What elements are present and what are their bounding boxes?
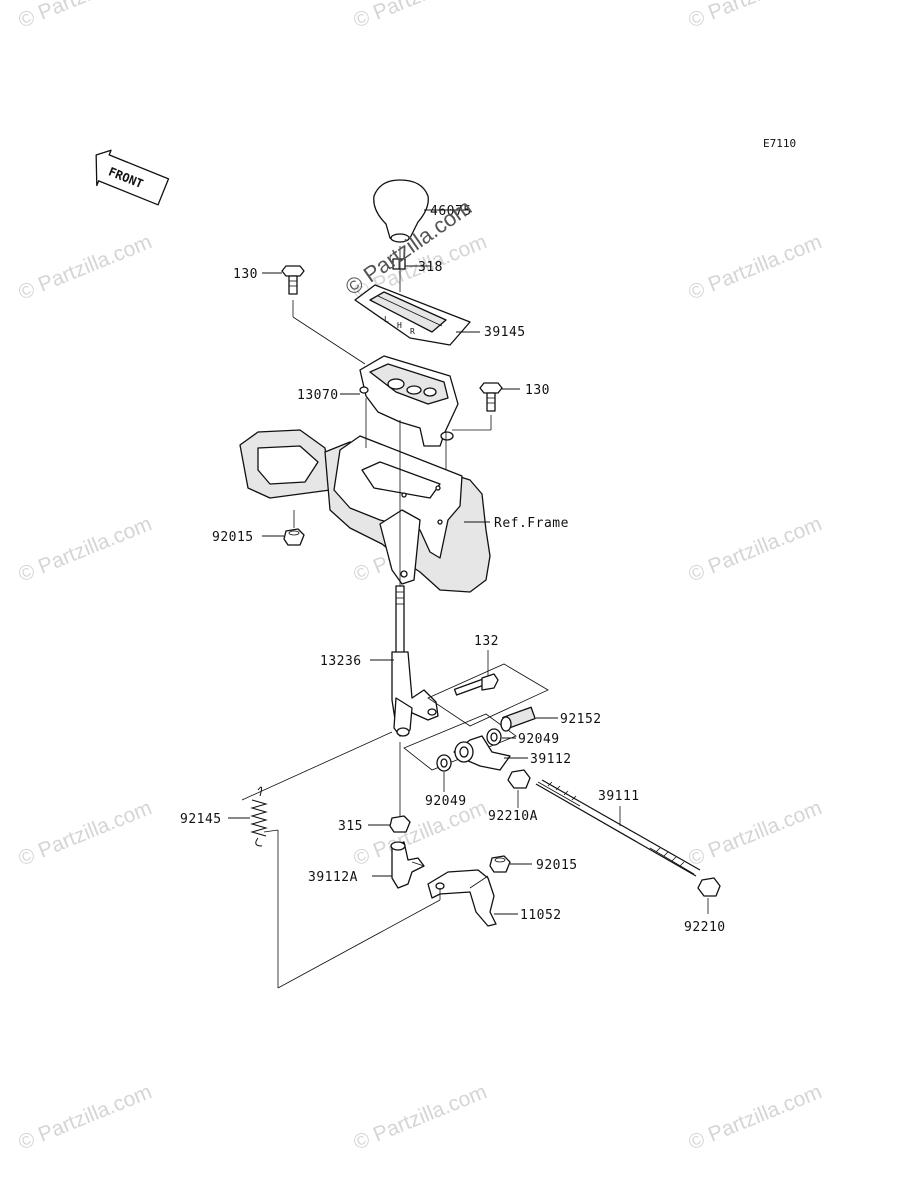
nut-92015-lower — [489, 855, 511, 873]
label-130-left: 130 — [233, 267, 258, 282]
bolt-132 — [453, 673, 499, 696]
label-39112A: 39112A — [308, 870, 358, 885]
label-318: 318 — [418, 260, 443, 275]
label-92015-lower: 92015 — [536, 858, 578, 873]
washer-92049-upper — [486, 728, 502, 746]
collar-92152 — [500, 706, 536, 732]
label-92152: 92152 — [560, 712, 602, 727]
watermark-text: © Partzilla.com — [350, 796, 490, 870]
nut-92210A — [507, 769, 531, 789]
label-39145: 39145 — [484, 325, 526, 340]
nut-315 — [389, 815, 411, 833]
label-92049-lower: 92049 — [425, 794, 467, 809]
label-11052: 11052 — [520, 908, 562, 923]
watermark-text: © Partzilla.com — [685, 1080, 825, 1154]
label-92210A: 92210A — [488, 809, 538, 824]
bracket-11052 — [427, 869, 497, 927]
bolt-130-left — [281, 265, 305, 295]
watermark-text: © Partzilla.com — [350, 0, 490, 33]
watermark-text: © Partzilla.com — [685, 0, 825, 33]
label-46075: 46075 — [430, 204, 472, 219]
label-39112: 39112 — [530, 752, 572, 767]
label-92210: 92210 — [684, 920, 726, 935]
front-arrow-icon: FRONT — [95, 149, 170, 206]
ball-joint-39112A — [390, 841, 425, 889]
bolt-130-right — [479, 382, 503, 412]
label-13236: 13236 — [320, 654, 362, 669]
label-92145: 92145 — [180, 812, 222, 827]
svg-text:H: H — [397, 321, 402, 330]
spring-92145 — [250, 786, 268, 847]
label-92015-top: 92015 — [212, 530, 254, 545]
watermark-text: © Partzilla.com — [15, 0, 155, 33]
shift-lever-rod — [391, 585, 439, 737]
watermark-text: © Partzilla.com — [350, 1080, 490, 1154]
washer-92049-lower — [436, 754, 452, 772]
joint-39112 — [453, 735, 511, 771]
frame-reference — [239, 429, 491, 593]
label-92049-upper: 92049 — [518, 732, 560, 747]
label-39111: 39111 — [598, 789, 640, 804]
shift-console — [359, 355, 459, 447]
watermark-text: © Partzilla.com — [685, 796, 825, 870]
watermark-text: © Partzilla.com — [15, 230, 155, 304]
label-13070: 13070 — [297, 388, 339, 403]
nut-318 — [392, 258, 406, 270]
watermark-text: © Partzilla.com — [15, 796, 155, 870]
label-132: 132 — [474, 634, 499, 649]
shift-knob — [373, 179, 429, 243]
nut-92015-top — [283, 528, 305, 546]
diagram-code: E7110 — [763, 137, 796, 150]
label-130-right: 130 — [525, 383, 550, 398]
svg-text:R: R — [410, 327, 415, 336]
watermark-text: © Partzilla.com — [15, 1080, 155, 1154]
shift-gate-plate: L H R — [354, 284, 471, 346]
watermark-text: © Partzilla.com — [685, 512, 825, 586]
shaft-39111 — [535, 779, 701, 877]
label-ref-frame: Ref.Frame — [494, 516, 569, 531]
nut-92210 — [697, 877, 721, 897]
watermark-text: © Partzilla.com — [15, 512, 155, 586]
label-315: 315 — [338, 819, 363, 834]
watermark-text: © Partzilla.com — [685, 230, 825, 304]
svg-text:L: L — [384, 315, 389, 324]
